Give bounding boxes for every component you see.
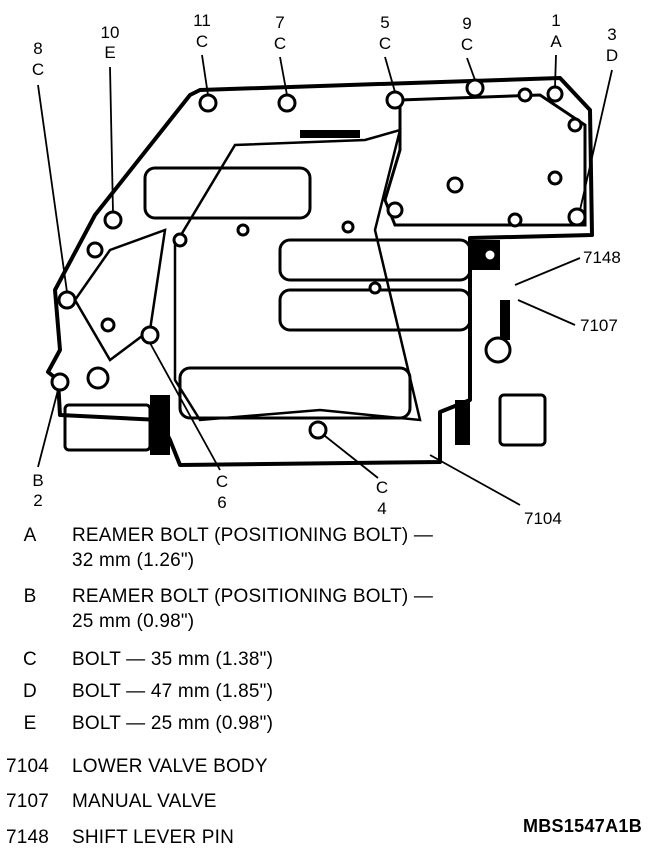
callout-11-letter: C <box>196 32 208 51</box>
legend-code: E <box>23 713 37 734</box>
leader-lines <box>37 54 613 506</box>
bolt-7 <box>277 93 297 113</box>
hole-n <box>236 223 250 237</box>
legend-code: 7107 <box>6 791 50 812</box>
legend-code: A <box>23 525 37 546</box>
gasket-outline <box>73 128 422 422</box>
callout-6-number: 6 <box>217 493 226 512</box>
bolt-9 <box>465 78 485 98</box>
bolt-8 <box>57 290 77 310</box>
callout-labels: 8 C 10 E 11 C 7 C 5 C 9 C 1 A 3 D B 2 C … <box>32 11 621 525</box>
callout-8-letter: C <box>32 60 44 79</box>
legend-code: C <box>23 649 37 670</box>
part-7148-label: 7148 <box>583 248 621 267</box>
bolt-3 <box>567 207 587 227</box>
part-7104-label: 7104 <box>524 509 562 525</box>
callout-9-number: 9 <box>462 14 471 33</box>
hole-b <box>567 117 583 133</box>
callout-5-letter: C <box>379 34 391 53</box>
callout-4-letter: C <box>376 478 388 497</box>
legend-desc: MANUAL VALVE <box>72 791 217 812</box>
legend-code: 7104 <box>6 756 50 777</box>
hole-l <box>368 281 382 295</box>
callout-1-letter: A <box>550 32 562 51</box>
bolt-2 <box>50 372 70 392</box>
legend-desc: BOLT — 47 mm (1.85") <box>72 681 274 702</box>
callout-10-letter: E <box>104 43 115 62</box>
bolt-11 <box>198 93 218 113</box>
callout-7-number: 7 <box>275 13 284 32</box>
hole-d <box>386 201 404 219</box>
callout-8-number: 8 <box>33 39 42 58</box>
hole-e <box>507 212 523 228</box>
upper-plate <box>383 93 587 227</box>
legend-code: D <box>23 681 37 702</box>
hole-a <box>517 87 533 103</box>
callout-6-letter: C <box>216 472 228 491</box>
legend-desc: BOLT — 25 mm (0.98") <box>72 713 274 734</box>
callout-1-number: 1 <box>551 11 560 30</box>
bolt-1 <box>546 85 564 103</box>
callout-11-number: 11 <box>193 11 211 30</box>
hole-m <box>341 220 355 234</box>
hole-o <box>482 247 498 263</box>
bolt-10 <box>103 210 123 230</box>
callout-2-number: 2 <box>33 491 42 510</box>
hole-f <box>547 170 563 186</box>
callout-5-number: 5 <box>380 13 389 32</box>
hole-k <box>484 336 512 364</box>
hole-h <box>86 241 104 259</box>
legend-desc: LOWER VALVE BODY <box>72 756 268 777</box>
callout-9-letter: C <box>461 35 473 54</box>
legend-desc: 32 mm (1.26") <box>72 550 195 571</box>
callout-3-number: 3 <box>607 25 616 44</box>
legend-desc: REAMER BOLT (POSITIONING BOLT) — <box>72 586 434 607</box>
callout-2-letter: B <box>32 471 43 490</box>
legend-desc: BOLT — 35 mm (1.38") <box>72 649 274 670</box>
figure-id: MBS1547A1B <box>522 816 642 836</box>
callout-3-letter: D <box>606 46 618 65</box>
legend-code: 7148 <box>6 827 50 848</box>
legend-desc: 25 mm (0.98") <box>72 611 195 632</box>
part-7107-label: 7107 <box>580 316 618 335</box>
bolt-6 <box>140 325 160 345</box>
legend-desc: SHIFT LEVER PIN <box>72 827 235 848</box>
callout-4-number: 4 <box>377 499 386 518</box>
bolt-4 <box>308 420 328 440</box>
hole-i <box>100 317 116 333</box>
callout-7-letter: C <box>274 34 286 53</box>
hole-j <box>86 366 110 390</box>
bolt-5 <box>385 90 405 110</box>
valve-spools <box>63 166 547 452</box>
callout-10-number: 10 <box>101 23 120 42</box>
hole-c <box>446 176 464 194</box>
valve-body-diagram: 8 C 10 E 11 C 7 C 5 C 9 C 1 A 3 D B 2 C … <box>32 11 621 525</box>
hole-g <box>172 232 188 248</box>
legend-desc: REAMER BOLT (POSITIONING BOLT) — <box>72 525 434 546</box>
legend-code: B <box>23 586 37 607</box>
